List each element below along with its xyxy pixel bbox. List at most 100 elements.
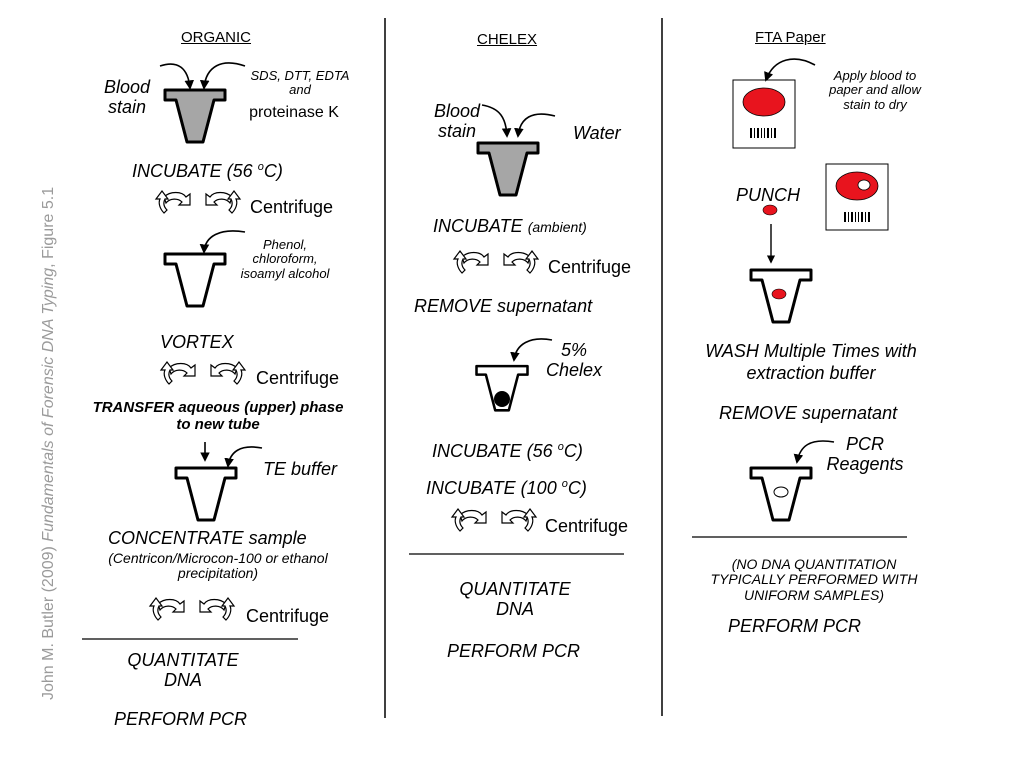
- tube-icon: [476, 141, 540, 197]
- punch-in-tube: [771, 288, 787, 300]
- organic-centrifuge-3: Centrifuge: [246, 606, 330, 626]
- organic-quantitate-2: DNA: [163, 669, 202, 690]
- organic-phenol-3: isoamyl alcohol: [240, 265, 330, 281]
- chelex-incubate: INCUBATE (ambient): [433, 216, 587, 237]
- chelex-incubate56-degree: o: [557, 441, 564, 453]
- arrow-icon: [514, 113, 556, 138]
- organic-blood: Blood: [103, 77, 151, 97]
- fta-wash: WASH Multiple Times with extraction buff…: [688, 341, 934, 384]
- organic-title: ORGANIC: [181, 29, 252, 46]
- chelex-quantitate-1: QUANTITATE: [459, 579, 571, 599]
- organic-reagents-label: SDS, DTT, EDTA and: [240, 68, 360, 98]
- punched-hole: [857, 179, 871, 191]
- fta-punch: PUNCH: [736, 185, 801, 205]
- centrifuge-icon: [453, 250, 539, 274]
- centrifuge-icon: [155, 190, 241, 214]
- organic-quantitate: QUANTITATE DNA: [110, 650, 256, 691]
- fta-pcr-reagents-2: Reagents: [826, 453, 904, 474]
- fta-apply: Apply blood to paper and allow stain to …: [816, 68, 934, 112]
- fta-perform-pcr: PERFORM PCR: [728, 616, 862, 636]
- arrow-icon: [159, 63, 195, 90]
- chelex-quantitate-2: DNA: [495, 598, 534, 619]
- chelex-incubate-56: INCUBATE (56 oC): [432, 441, 583, 462]
- centrifuge-icon: [149, 597, 235, 621]
- chelex-blood: Blood: [433, 101, 481, 121]
- fta-pcr-reagents: PCR Reagents: [818, 434, 912, 475]
- organic-incubate: INCUBATE (56 oC): [132, 161, 283, 182]
- organic-incubate-text: INCUBATE (56: [132, 161, 258, 181]
- chelex-stain: stain: [437, 120, 477, 141]
- fta-no-dna-3: UNIFORM SAMPLES): [743, 586, 884, 603]
- fta-no-dna: (NO DNA QUANTITATION TYPICALLY PERFORMED…: [692, 556, 936, 603]
- chelex-title: CHELEX: [477, 31, 538, 48]
- credit-author: John M. Butler (2009): [40, 541, 57, 700]
- chelex-centrifuge-1: Centrifuge: [548, 257, 632, 277]
- arrow-icon: [199, 230, 246, 254]
- centrifuge-icon: [160, 361, 246, 385]
- fta-graphics: [692, 58, 907, 538]
- organic-graphics: [82, 62, 298, 640]
- organic-transfer-1: TRANSFER aqueous (upper) phase: [92, 399, 344, 416]
- organic-centricon: (Centricon/Microcon-100 or ethanol preci…: [82, 550, 354, 582]
- arrow-icon: [510, 338, 553, 362]
- chelex-incubate-text: INCUBATE: [433, 216, 528, 236]
- organic-phenol-label: Phenol, chloroform, isoamyl alcohol: [228, 237, 342, 281]
- organic-phenol-1: Phenol,: [262, 237, 308, 252]
- organic-reagents-1: SDS, DTT, EDTA: [250, 68, 350, 83]
- chelex-ambient: (ambient): [527, 219, 587, 235]
- organic-transfer-2: to new tube: [176, 415, 260, 433]
- fta-wash-1: WASH Multiple Times with: [705, 341, 917, 361]
- fta-pcr-reagents-1: PCR: [845, 434, 884, 454]
- credit-figure: , Figure 5.1: [40, 186, 57, 268]
- organic-te-buffer: TE buffer: [263, 459, 338, 479]
- fta-no-dna-1: (NO DNA QUANTITATION: [731, 556, 897, 572]
- chelex-bead: [494, 391, 510, 407]
- fta-apply-3: stain to dry: [843, 96, 907, 112]
- organic-reagents-2: and: [289, 82, 311, 98]
- figure-credit: John M. Butler (2009) Fundamentals of Fo…: [40, 187, 58, 700]
- chelex-perform-pcr: PERFORM PCR: [447, 641, 581, 661]
- organic-vortex: VORTEX: [160, 332, 234, 352]
- organic-centricon-2: precipitation): [177, 565, 259, 582]
- arrow-icon: [793, 440, 835, 464]
- chelex-incubate-100: INCUBATE (100 oC): [426, 478, 587, 499]
- chelex-quantitate: QUANTITATE DNA: [440, 579, 590, 620]
- organic-phenol-2: chloroform,: [252, 251, 318, 267]
- arrow-icon: [199, 62, 246, 90]
- tube-icon: [163, 88, 227, 144]
- fta-apply-1: Apply blood to: [833, 68, 917, 83]
- chelex-incubate56-end: C): [563, 441, 583, 461]
- fta-remove: REMOVE supernatant: [719, 403, 898, 423]
- chelex-pct-label: 5% Chelex: [534, 340, 614, 381]
- fta-apply-2: paper and allow: [829, 82, 921, 98]
- arrow-icon: [764, 58, 816, 82]
- chelex-water: Water: [573, 123, 621, 143]
- tube-icon: [163, 252, 227, 308]
- chelex-graphics: [409, 104, 624, 555]
- blood-spot: [742, 87, 786, 117]
- chelex-incubate100-degree: o: [561, 478, 568, 490]
- organic-stain: stain: [107, 96, 147, 117]
- chelex-centrifuge-2: Centrifuge: [545, 516, 629, 536]
- credit-book: Fundamentals of Forensic DNA Typing: [40, 267, 57, 542]
- fta-title: FTA Paper: [755, 29, 826, 46]
- organic-transfer: TRANSFER aqueous (upper) phase to new tu…: [60, 399, 376, 433]
- organic-centricon-1: (Centricon/Microcon-100 or ethanol: [108, 550, 328, 566]
- organic-proteinase: proteinase K: [249, 104, 339, 121]
- chelex-incubate56-text: INCUBATE (56: [432, 441, 558, 461]
- chelex-chelex: Chelex: [545, 359, 603, 380]
- fta-no-dna-2: TYPICALLY PERFORMED WITH: [710, 571, 918, 588]
- centrifuge-icon: [451, 508, 537, 532]
- tube-icon: [174, 466, 238, 522]
- organic-perform-pcr: PERFORM PCR: [114, 709, 248, 729]
- fta-wash-2: extraction buffer: [746, 362, 876, 383]
- punch-in-tube: [773, 486, 789, 498]
- arrow-icon: [224, 446, 263, 468]
- organic-quantitate-1: QUANTITATE: [127, 650, 239, 670]
- organic-incubate-degree: o: [257, 161, 264, 173]
- organic-centrifuge-2: Centrifuge: [256, 368, 340, 388]
- organic-blood-label: Blood stain: [95, 77, 159, 118]
- chelex-blood-label: Blood stain: [425, 101, 489, 142]
- arrow-icon: [481, 104, 512, 138]
